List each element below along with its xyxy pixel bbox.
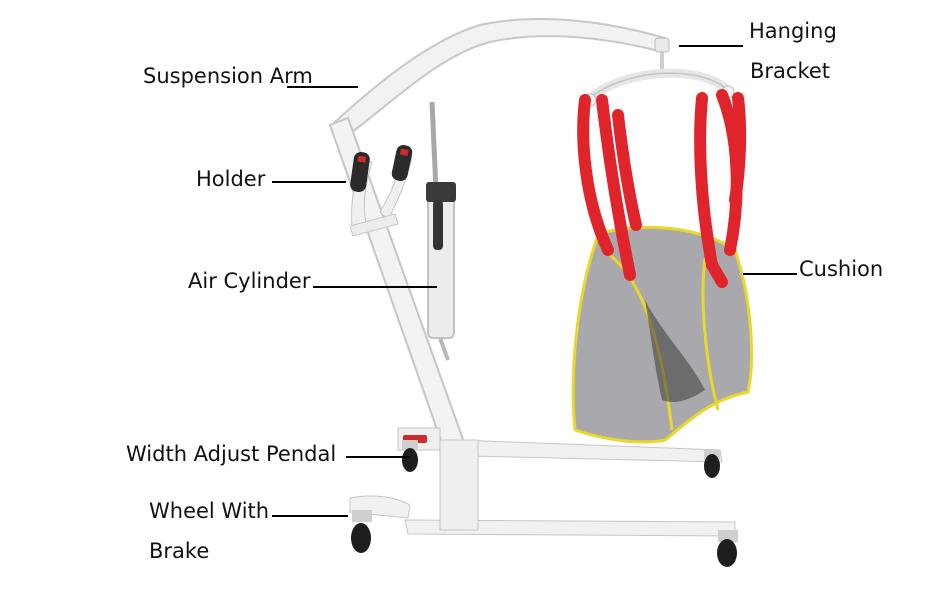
base: [349, 427, 736, 537]
sling-straps: [577, 89, 747, 288]
leader-hanging-bracket: [679, 45, 743, 47]
air-cylinder: [426, 101, 456, 361]
leader-wheel-with-brake: [272, 515, 348, 517]
label-width-adjust-pedal: Width Adjust Pendal: [126, 442, 337, 466]
wheel-rear-right: [704, 450, 720, 478]
label-air-cylinder: Air Cylinder: [188, 269, 311, 293]
cushion-sling: [571, 225, 754, 444]
wheel-front-left: [351, 510, 372, 553]
label-wheel-with: Wheel With: [149, 499, 270, 523]
leader-cushion: [743, 273, 797, 275]
hanging-bracket-knob: [654, 37, 670, 53]
label-suspension-arm: Suspension Arm: [143, 64, 313, 88]
label-cushion: Cushion: [799, 257, 884, 281]
label-hanging: Hanging: [749, 19, 837, 43]
label-bracket: Bracket: [750, 59, 831, 83]
label-brake: Brake: [149, 539, 210, 563]
wheel-front-right: [717, 530, 738, 567]
leader-width-adjust-pedal: [346, 456, 410, 458]
label-holder: Holder: [196, 167, 266, 191]
leader-suspension-arm: [287, 86, 358, 88]
leader-air-cylinder: [313, 286, 437, 288]
leader-holder: [272, 181, 346, 183]
wheel-rear-left: [402, 440, 418, 472]
holder-handles: [349, 145, 413, 237]
wheels: [351, 440, 738, 567]
